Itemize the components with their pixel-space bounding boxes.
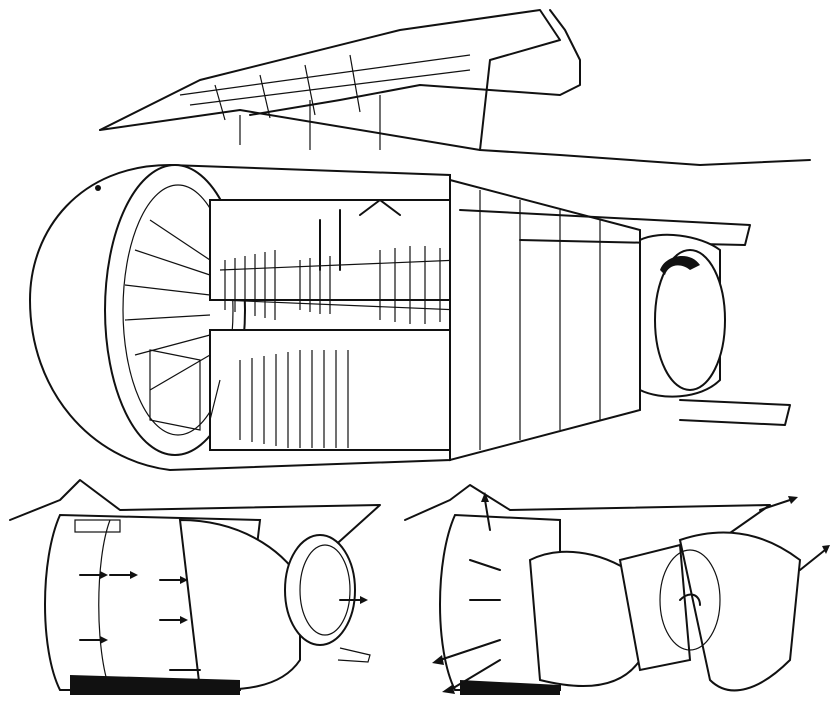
wing-pylon	[99, 9, 811, 166]
fan-blades	[124, 219, 211, 391]
forward-thrust-view	[9, 479, 381, 695]
combustion-section	[209, 329, 461, 451]
airflow-arrows	[79, 571, 368, 671]
turbine-casing	[449, 178, 641, 462]
nozzle-exit	[654, 249, 726, 391]
fuel-pipe	[239, 9, 581, 150]
reverse-thrust-view	[404, 484, 830, 695]
reverse-flow-arrows	[432, 492, 830, 694]
cutaway-view	[28, 163, 791, 472]
compressor-casing	[209, 199, 461, 301]
